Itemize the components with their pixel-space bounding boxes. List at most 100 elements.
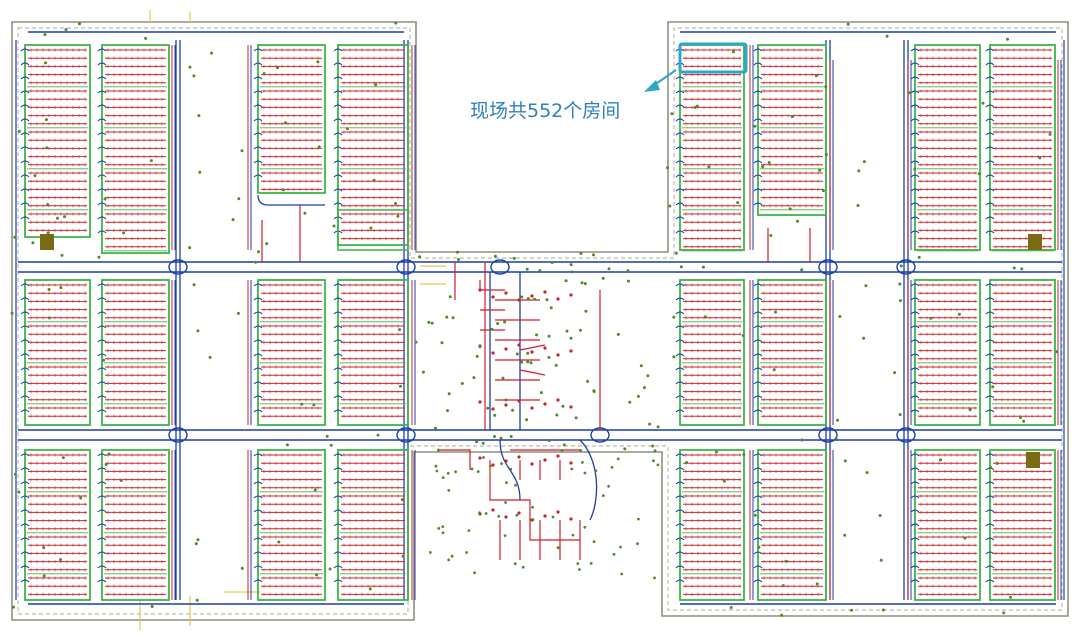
feeder (253, 523, 263, 527)
feeder (985, 160, 995, 164)
feeder (20, 353, 30, 357)
feeder (333, 297, 343, 301)
feeder (753, 132, 763, 136)
feeder (910, 297, 920, 301)
room-block (753, 44, 827, 216)
feeder (985, 48, 995, 52)
room-block (675, 279, 745, 426)
feeder (675, 216, 685, 220)
feeder (675, 579, 685, 583)
feeder (753, 146, 763, 150)
feeder (910, 188, 920, 192)
feeder (675, 146, 685, 150)
feeder (333, 453, 343, 457)
feeder (20, 132, 30, 136)
feeder (985, 216, 995, 220)
feeder (675, 202, 685, 206)
feeder (985, 188, 995, 192)
block-outline (101, 449, 170, 601)
feeder (333, 283, 343, 287)
feeder (753, 160, 763, 164)
feeder (675, 297, 685, 301)
feeder (910, 381, 920, 385)
feeder (20, 565, 30, 569)
junction (818, 427, 838, 443)
feeder (675, 76, 685, 80)
feeder (333, 565, 343, 569)
room-block (20, 44, 91, 238)
feeder (675, 283, 685, 287)
feeder (985, 311, 995, 315)
feeder (20, 551, 30, 555)
feeder (910, 395, 920, 399)
feeder (97, 118, 107, 122)
feeder (753, 62, 763, 66)
feeder (985, 230, 995, 234)
feeder (910, 339, 920, 343)
feeder (253, 453, 263, 457)
feeder (253, 118, 263, 122)
feeder (97, 523, 107, 527)
feeder (333, 325, 343, 329)
feeder (20, 409, 30, 413)
room-block (333, 44, 409, 246)
feeder (97, 160, 107, 164)
feeder (253, 146, 263, 150)
feeder (910, 230, 920, 234)
feeder (97, 495, 107, 499)
feeder (253, 297, 263, 301)
feeder (333, 509, 343, 513)
feeder (97, 174, 107, 178)
feeder (985, 325, 995, 329)
feeder (675, 353, 685, 357)
feeder (753, 297, 763, 301)
block-outline (757, 279, 827, 426)
feeder (910, 146, 920, 150)
junction (818, 259, 838, 275)
feeder (675, 104, 685, 108)
feeder (333, 481, 343, 485)
feeder (253, 283, 263, 287)
feeder (910, 202, 920, 206)
block-outline (989, 44, 1056, 251)
room-block (333, 279, 409, 426)
feeder (985, 367, 995, 371)
feeder (97, 90, 107, 94)
feeder (20, 537, 30, 541)
junction (396, 427, 416, 443)
feeder (333, 188, 343, 192)
feeder (753, 395, 763, 399)
feeder (985, 174, 995, 178)
block-outline (679, 449, 745, 601)
feeder (753, 90, 763, 94)
block-outline (679, 44, 745, 251)
feeder (985, 339, 995, 343)
feeder (333, 48, 343, 52)
feeder (985, 104, 995, 108)
feeder (20, 174, 30, 178)
room-block (753, 449, 827, 601)
feeder (253, 381, 263, 385)
junction (396, 259, 416, 275)
feeder (333, 495, 343, 499)
feeder (753, 174, 763, 178)
feeder (675, 160, 685, 164)
feeder (675, 453, 685, 457)
feeder (985, 409, 995, 413)
feeder (675, 339, 685, 343)
room-block (675, 449, 745, 601)
feeder (333, 339, 343, 343)
feeder (333, 160, 343, 164)
feeder (675, 565, 685, 569)
feeder (333, 353, 343, 357)
feeder (333, 76, 343, 80)
feeder (985, 76, 995, 80)
room-block (253, 44, 326, 194)
feeder (97, 579, 107, 583)
feeder (20, 311, 30, 315)
feeder (985, 118, 995, 122)
feeder (20, 118, 30, 122)
feeder (253, 551, 263, 555)
room-block (333, 449, 409, 601)
